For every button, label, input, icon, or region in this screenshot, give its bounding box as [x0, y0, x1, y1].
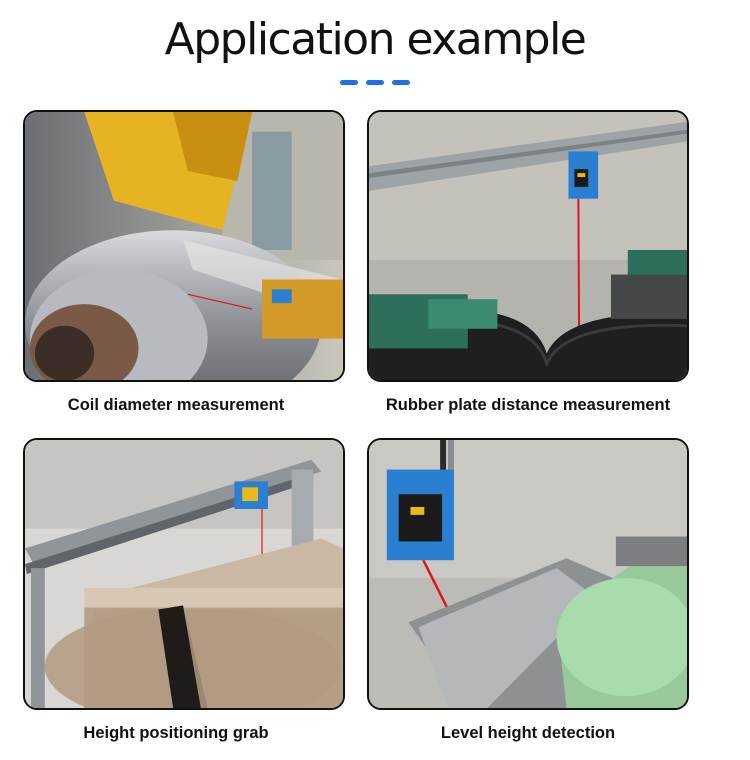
card-caption: Coil diameter measurement: [67, 396, 285, 414]
level-height-photo: [367, 438, 689, 710]
underline-dash: [366, 80, 384, 85]
title-underline: [0, 80, 750, 85]
height-positioning-photo: [23, 438, 345, 710]
card-caption: Rubber plate distance measurement: [385, 396, 671, 414]
rubber-plate-photo: [367, 110, 689, 382]
underline-dash: [340, 80, 358, 85]
underline-dash: [392, 80, 410, 85]
coil-diameter-photo: [23, 110, 345, 382]
card-caption: Level height detection: [440, 724, 616, 742]
card-caption: Height positioning grab: [83, 724, 269, 742]
page-title: Application example: [164, 14, 587, 65]
